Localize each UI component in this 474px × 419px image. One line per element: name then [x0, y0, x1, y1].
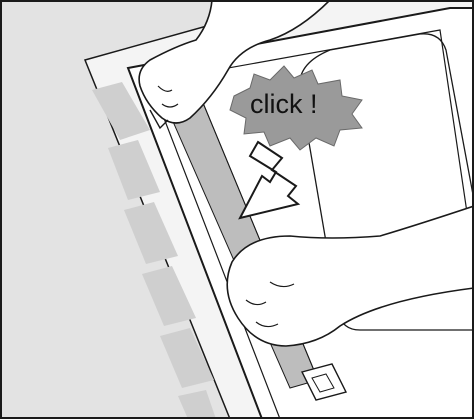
callout-text: click ! [250, 89, 318, 119]
